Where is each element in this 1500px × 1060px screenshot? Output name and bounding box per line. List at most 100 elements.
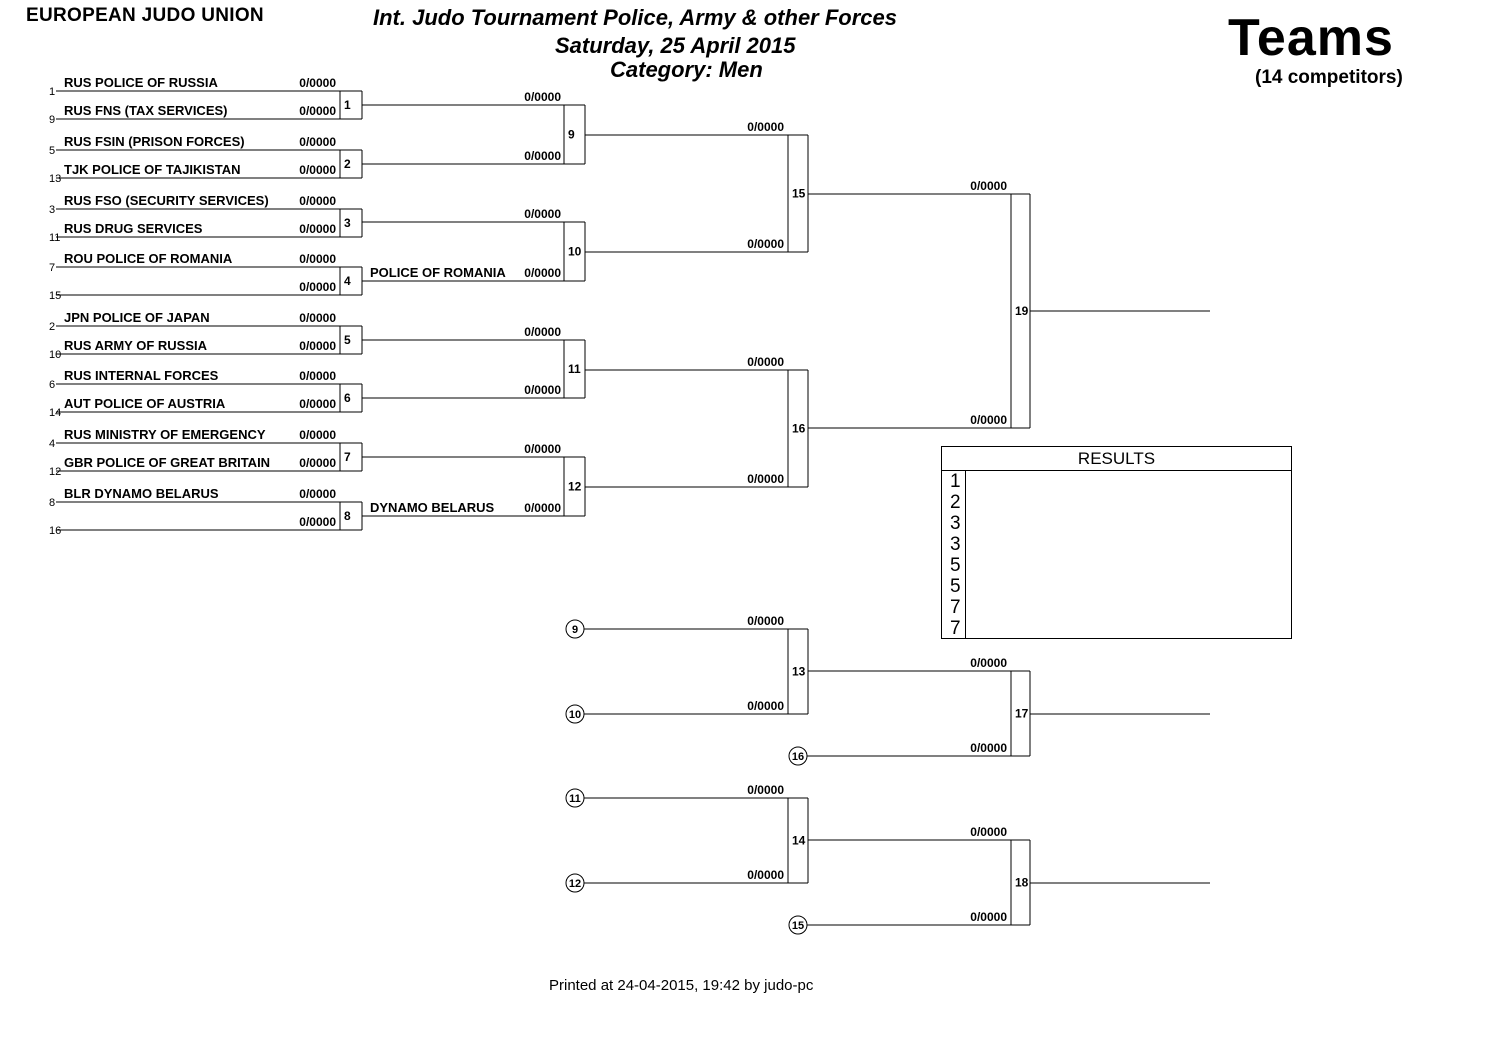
entry-seed: 14	[49, 407, 61, 419]
repechage-score: 0/0000	[970, 910, 1007, 924]
entry-seed: 2	[49, 321, 55, 333]
entry-team: TJK POLICE OF TAJIKISTAN	[64, 162, 240, 177]
results-table: RESULTS 1 2 3 3 5 5 7 7	[941, 446, 1292, 639]
tournament-title: Int. Judo Tournament Police, Army & othe…	[373, 5, 898, 30]
round2-match-number: 12	[568, 480, 582, 494]
entry-score: 0/0000	[299, 369, 336, 383]
round2-score: 0/0000	[524, 266, 561, 280]
round2-team: POLICE OF ROMANIA	[370, 265, 506, 280]
round2-score: 0/0000	[524, 149, 561, 163]
entry-team: JPN POLICE OF JAPAN	[64, 310, 210, 325]
entry-team: GBR POLICE OF GREAT BRITAIN	[64, 455, 270, 470]
teams-heading: Teams	[1228, 9, 1394, 67]
entry-team: RUS FNS (TAX SERVICES)	[64, 103, 227, 118]
result-rank: 3	[950, 513, 961, 534]
result-rank: 7	[950, 618, 961, 639]
round2-score: 0/0000	[524, 442, 561, 456]
bronze-match-number: 18	[1015, 876, 1029, 890]
repechage-score: 0/0000	[747, 614, 784, 628]
final-score: 0/0000	[970, 179, 1007, 193]
round3-score: 0/0000	[747, 472, 784, 486]
repechage-match-number: 13	[792, 665, 806, 679]
entry-seed: 12	[49, 466, 61, 478]
round2-score: 0/0000	[524, 383, 561, 397]
round1-match-number: 2	[344, 157, 351, 171]
tournament-date: Saturday, 25 April 2015	[555, 33, 796, 58]
entry-team: AUT POLICE OF AUSTRIA	[64, 396, 226, 411]
entry-team: BLR DYNAMO BELARUS	[64, 486, 219, 501]
round2-team: DYNAMO BELARUS	[370, 500, 495, 515]
entry-score: 0/0000	[299, 222, 336, 236]
entry-score: 0/0000	[299, 515, 336, 529]
entry-team: RUS FSIN (PRISON FORCES)	[64, 134, 245, 149]
entry-score: 0/0000	[299, 311, 336, 325]
entry-seed: 11	[49, 232, 60, 244]
tournament-category: Category: Men	[610, 57, 763, 82]
result-rank: 7	[950, 597, 961, 618]
round2-score: 0/0000	[524, 501, 561, 515]
round1-match-number: 1	[344, 98, 351, 112]
result-rank: 2	[950, 492, 961, 513]
entry-score: 0/0000	[299, 428, 336, 442]
entry-seed: 5	[49, 145, 55, 157]
entry-seed: 4	[49, 438, 55, 450]
entry-seed: 1	[49, 86, 55, 98]
entry-team: RUS POLICE OF RUSSIA	[64, 75, 218, 90]
repechage-score: 0/0000	[747, 868, 784, 882]
entry-team: ROU POLICE OF ROMANIA	[64, 251, 233, 266]
entry-score: 0/0000	[299, 104, 336, 118]
entry-seed: 8	[49, 497, 55, 509]
entry-score: 0/0000	[299, 252, 336, 266]
competitor-count: (14 competitors)	[1255, 67, 1403, 88]
entry-score: 0/0000	[299, 76, 336, 90]
entry-team: RUS INTERNAL FORCES	[64, 368, 219, 383]
round2-score: 0/0000	[524, 325, 561, 339]
result-rank: 5	[950, 555, 961, 576]
round1-match-number: 6	[344, 391, 351, 405]
round2-match-number: 10	[568, 245, 582, 259]
repechage-source-label: 15	[792, 920, 804, 932]
repechage-score: 0/0000	[970, 825, 1007, 839]
repechage-source-label: 16	[792, 751, 804, 763]
results-rank-column: 1 2 3 3 5 5 7 7	[942, 471, 966, 639]
entry-seed: 16	[49, 525, 61, 537]
round1-match-number: 7	[344, 450, 351, 464]
entry-seed: 3	[49, 204, 55, 216]
round1-match-number: 8	[344, 509, 351, 523]
round3-score: 0/0000	[747, 355, 784, 369]
print-footer: Printed at 24-04-2015, 19:42 by judo-pc	[549, 977, 814, 994]
entry-team: RUS DRUG SERVICES	[64, 221, 203, 236]
round1-match-number: 3	[344, 216, 351, 230]
round1-match-number: 4	[344, 274, 351, 288]
entry-team: RUS ARMY OF RUSSIA	[64, 338, 208, 353]
repechage-source-label: 12	[569, 878, 581, 890]
bracket-lines	[56, 90, 1210, 935]
entry-score: 0/0000	[299, 135, 336, 149]
entry-score: 0/0000	[299, 280, 336, 294]
round2-match-number: 9	[568, 128, 575, 142]
entry-seed: 10	[49, 349, 61, 361]
round3-match-number: 15	[792, 187, 806, 201]
result-rank: 5	[950, 576, 961, 597]
round1-match-number: 5	[344, 333, 351, 347]
repechage-source-label: 11	[569, 793, 581, 805]
repechage-score: 0/0000	[747, 783, 784, 797]
repechage-score: 0/0000	[747, 699, 784, 713]
repechage-score: 0/0000	[970, 741, 1007, 755]
entry-score: 0/0000	[299, 456, 336, 470]
entry-score: 0/0000	[299, 487, 336, 501]
results-title: RESULTS	[942, 447, 1291, 471]
final-match-number: 19	[1015, 304, 1029, 318]
repechage-source-label: 10	[569, 709, 581, 721]
repechage-match-number: 14	[792, 834, 806, 848]
round2-score: 0/0000	[524, 207, 561, 221]
round2-score: 0/0000	[524, 90, 561, 104]
entry-team: RUS MINISTRY OF EMERGENCY	[64, 427, 266, 442]
entry-seed: 9	[49, 114, 55, 126]
repechage-source-label: 9	[572, 624, 578, 636]
round3-match-number: 16	[792, 422, 806, 436]
result-rank: 1	[950, 471, 961, 492]
entry-seed: 6	[49, 379, 55, 391]
